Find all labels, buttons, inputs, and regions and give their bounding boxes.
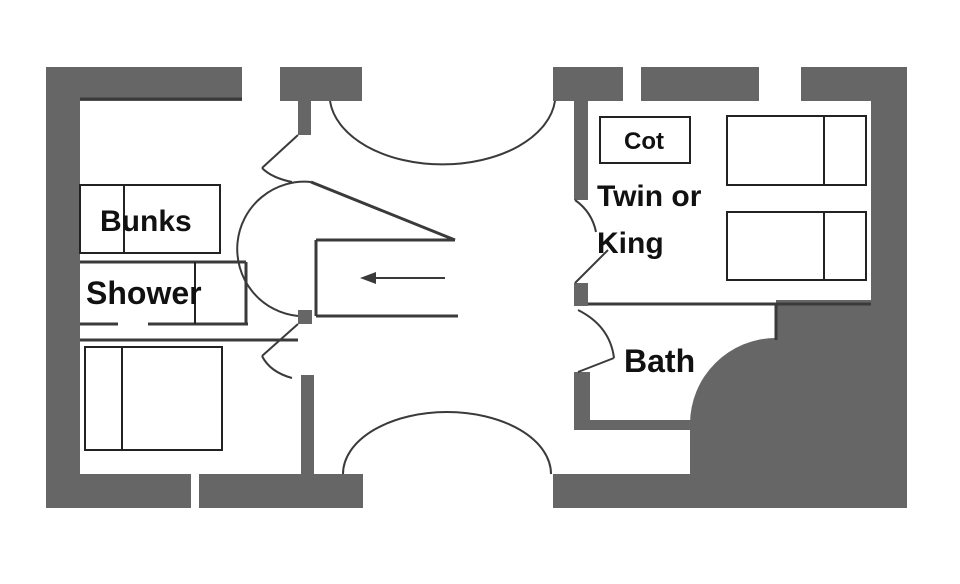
king-label: King [597,227,664,260]
twin-bed-bottom [726,211,867,281]
stair-arrow [360,272,445,284]
bunk-bed [79,184,221,254]
bunks-label: Bunks [100,205,192,238]
door-swings [236,100,615,475]
interior-lines [80,97,871,342]
twin-or-label: Twin or [597,180,702,213]
lower-left-bed [84,346,223,451]
twin-bed-top [726,115,867,186]
cot-label: Cot [624,128,664,155]
interior-walls [298,97,696,478]
bath-label: Bath [624,343,695,379]
cot [599,116,691,164]
outer-walls [46,67,907,508]
shower-label: Shower [86,275,202,311]
